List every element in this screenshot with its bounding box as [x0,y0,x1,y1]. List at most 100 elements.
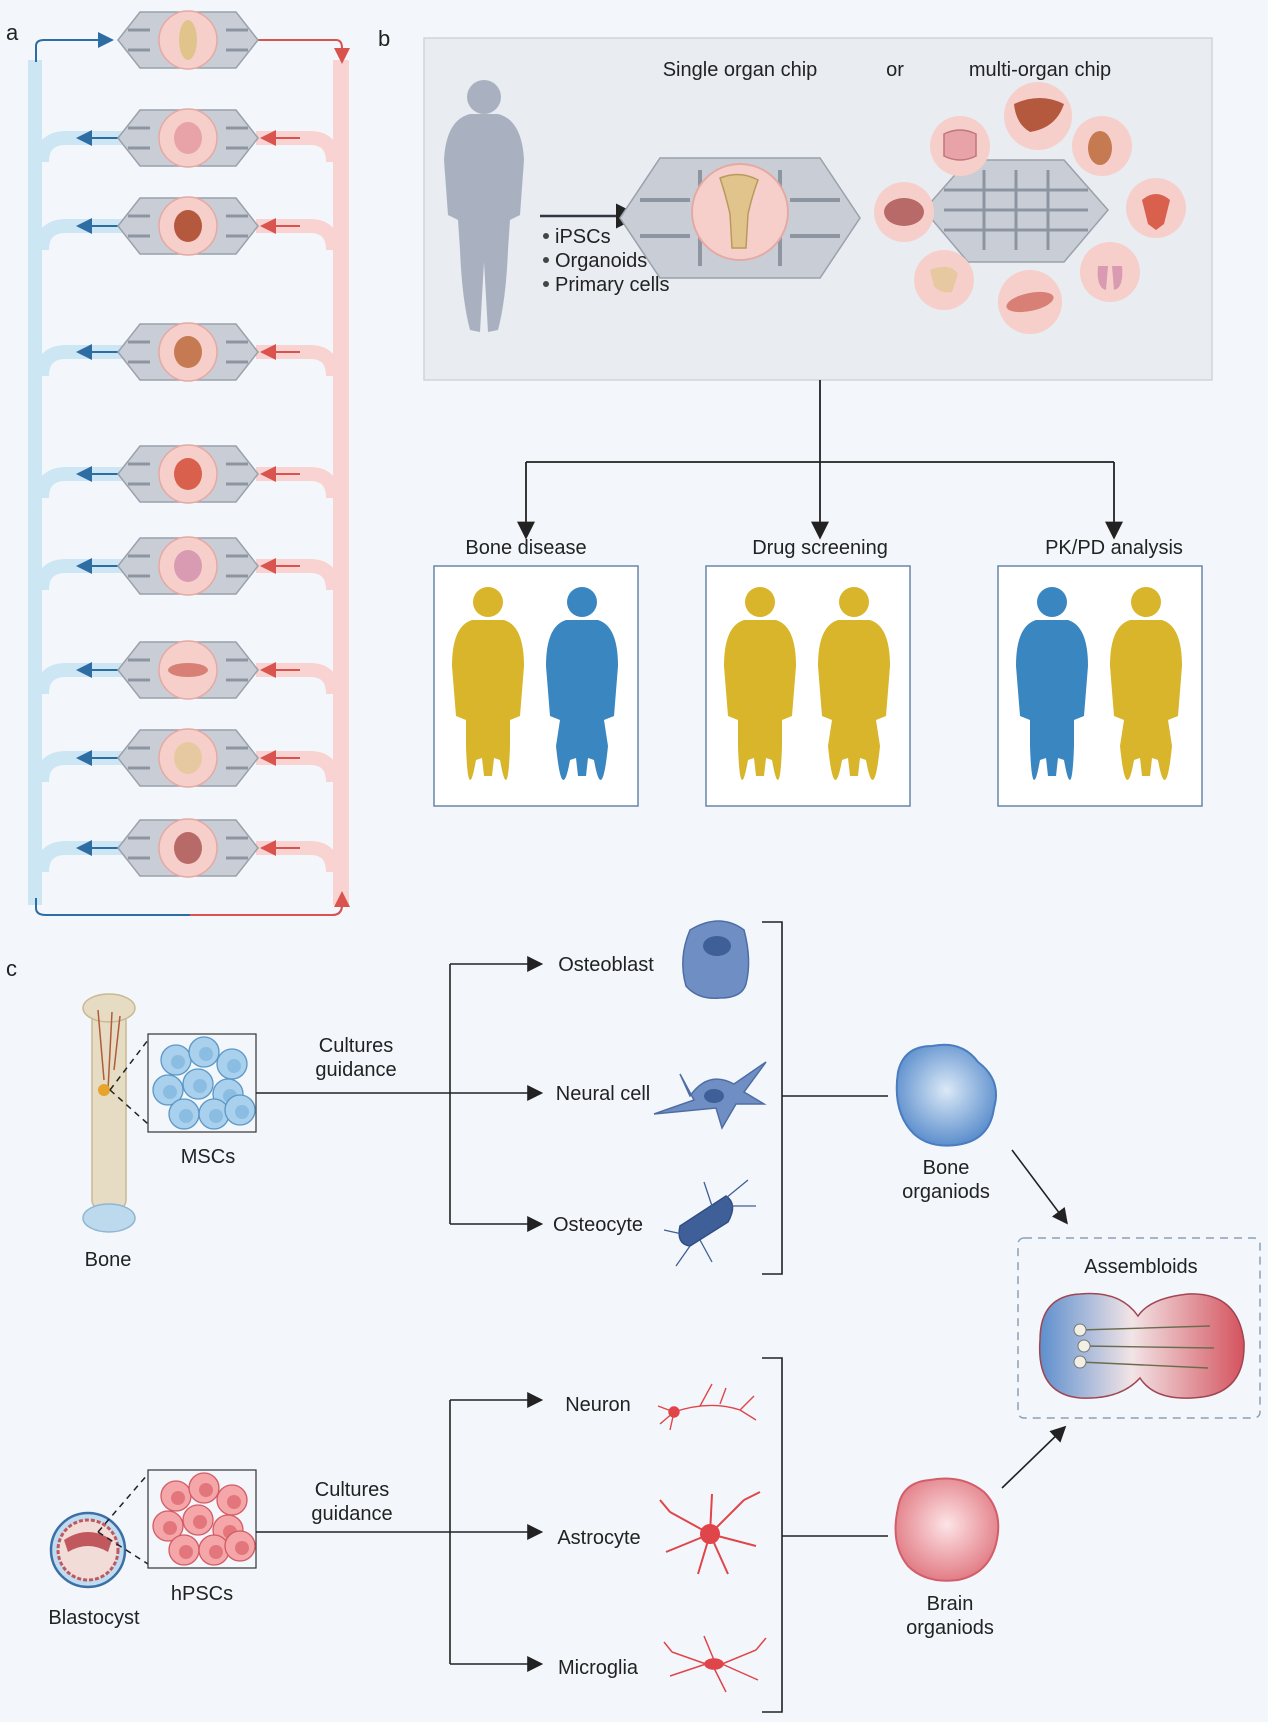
outcome-label: PK/PD analysis [1045,537,1183,559]
chip-bone [117,10,259,70]
liver-icon [1014,98,1064,132]
body-silhouette [1016,587,1088,780]
outcome-label: Drug screening [752,537,888,559]
cell-nucleus [227,1495,241,1509]
kidney-icon [174,336,202,368]
chip-intestine [117,108,259,168]
bullet-icon [543,257,549,263]
bone-cell-label: Neural cell [556,1083,650,1105]
chip-liver [117,196,259,256]
brain-cell-label: Neuron [565,1394,631,1416]
brain-branch-arrows [256,1357,1067,1713]
cell-nucleus [209,1109,223,1123]
assembloids-label: Assembloids [1084,1256,1197,1278]
brain-cell-label: Microglia [558,1657,639,1679]
cell-nucleus [163,1085,177,1099]
lung-well [1080,242,1140,302]
msc-cluster [152,1036,256,1130]
chip-brain [117,818,259,878]
chip-lung [117,536,259,596]
arterial-branch [256,219,340,251]
heart-icon [1142,194,1170,230]
brain-cell-label: Astrocyte [557,1527,640,1549]
microglia-cell [663,1635,767,1693]
cell-nucleus [171,1491,185,1505]
neural-cell [653,1061,767,1130]
multi-organ-wells [874,82,1186,334]
cultures-guidance-label: Cultures [319,1035,393,1057]
panel-a-circulation [28,10,350,916]
body-silhouette [452,587,524,780]
bottom-red-arrow [190,891,350,916]
intestine-icon [943,129,977,161]
venous-branch [35,559,128,591]
organ-chip-stack [35,10,340,878]
outcome-panel: PK/PD analysis [997,537,1203,807]
assembloids-box [1017,1237,1261,1419]
bone-icon [719,173,759,249]
cell-nucleus [179,1545,193,1559]
lung-icon [174,550,202,582]
venous-branch [35,841,128,873]
bone-branch-arrows [256,921,1068,1275]
arterial-branch [256,751,340,783]
body-silhouette [818,587,890,780]
source-item: Organoids [555,250,647,272]
cell-nucleus [209,1545,223,1559]
outcome-panel: Bone disease [433,537,639,807]
venous-branch [35,467,128,499]
blastocyst-illustration [49,1511,127,1589]
zoom-line [97,1473,149,1533]
top-red-arrow [258,39,350,64]
cultures-guidance-label: guidance [311,1503,392,1525]
body-silhouette [546,587,618,780]
astrocyte-cell [659,1491,761,1575]
mscs-label: MSCs [181,1146,235,1168]
arterial-branch [256,841,340,873]
outcome-panel: Drug screening [705,537,911,807]
top-blue-arrow [35,32,114,62]
bone-icon [179,20,197,60]
neuron-cell [657,1383,757,1431]
bone-cell-label: Osteocyte [553,1214,643,1236]
chip-heart [117,444,259,504]
brain-organoids-label: organiods [906,1617,994,1639]
cell-nucleus [199,1047,213,1061]
venous-branch [35,751,128,783]
bullet-icon [543,233,549,239]
arterial-branch [256,559,340,591]
pancreas-icon [174,742,202,774]
msc-zoom-box [147,1033,257,1133]
arterial-branch [256,467,340,499]
cell-nucleus [235,1105,249,1119]
bone-organoids-label: organiods [902,1181,990,1203]
or-label: or [886,59,904,81]
liver-icon [174,210,202,242]
hpscs-label: hPSCs [171,1583,233,1605]
arterial-branch [256,663,340,695]
zoom-line [97,1531,149,1565]
assembloid-illustration [1038,1292,1245,1399]
cell-nucleus [199,1483,213,1497]
hpsc-cluster [152,1472,256,1566]
blastocyst-label: Blastocyst [48,1607,140,1629]
outcome-panels: Bone disease Drug screening PK/PD analysis [433,537,1203,807]
panel-a-letter: a [6,20,19,45]
osteoblast-cell [682,920,750,999]
chip-kidney [117,322,259,382]
source-item: iPSCs [555,226,611,248]
brain-organoid [894,1477,1000,1582]
single-organ-chip-label: Single organ chip [663,59,818,81]
body-silhouette [1110,587,1182,780]
human-silhouette [444,80,524,332]
zoom-line [109,1089,149,1125]
cultures-guidance-label: guidance [315,1059,396,1081]
bottom-loop [35,893,343,916]
panel-b-branch-arrows [517,380,1123,540]
bone-organoid [895,1043,997,1147]
single-organ-chip [619,157,861,279]
bone-illustration [82,993,136,1233]
cell-nucleus [235,1541,249,1555]
lung-icon [1097,266,1123,290]
